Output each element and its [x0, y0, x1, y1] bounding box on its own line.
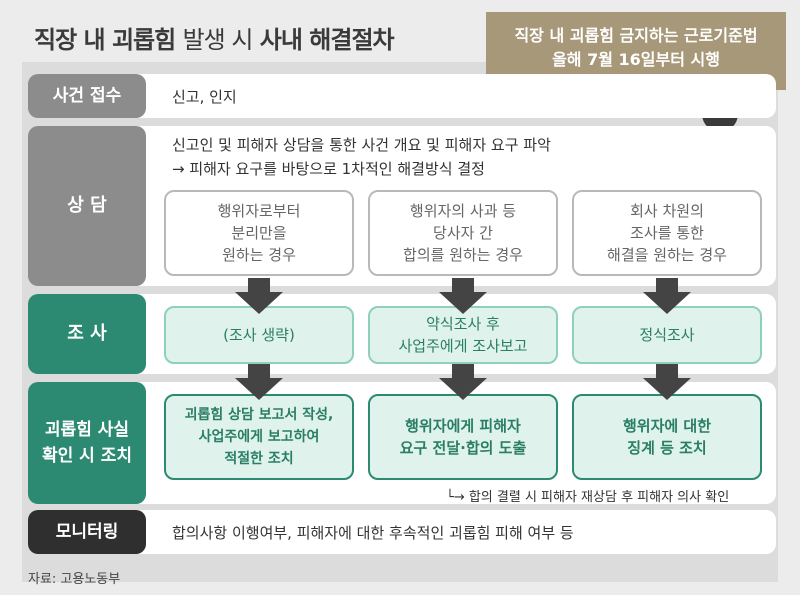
intake-label: 사건 접수: [28, 74, 146, 118]
investigate-box-brief: 약식조사 후 사업주에게 조사보고: [368, 306, 558, 364]
consult-box-separation: 행위자로부터 분리만을 원하는 경우: [164, 190, 354, 276]
consult-text-2: → 피해자 요구를 바탕으로 1차적인 해결방식 결정: [172, 160, 485, 178]
consult-box-investigation: 회사 차원의 조사를 통한 해결을 원하는 경우: [572, 190, 762, 276]
consult-text-1: 신고인 및 피해자 상담을 통한 사건 개요 및 피해자 요구 파악: [172, 136, 551, 154]
title-bold: 직장 내 괴롭힘: [34, 26, 176, 54]
investigate-box-skip: (조사 생략): [164, 306, 354, 364]
monitor-text: 합의사항 이행여부, 피해자에 대한 후속적인 괴롭힘 피해 여부 등: [172, 524, 574, 542]
title-light: 발생 시: [182, 26, 254, 54]
consult-box-agreement: 행위자의 사과 등 당사자 간 합의를 원하는 경우: [368, 190, 558, 276]
action-box-agreement: 행위자에게 피해자 요구 전달·합의 도출: [368, 394, 558, 480]
intake-text: 신고, 인지: [172, 88, 237, 106]
action-label: 괴롭힘 사실 확인 시 조치: [28, 382, 146, 504]
monitor-label: 모니터링: [28, 510, 146, 554]
title-tail: 사내 해결절차: [259, 26, 395, 54]
consult-label: 상 담: [28, 126, 146, 286]
banner-line1: 직장 내 괴롭힘 금지하는 근로기준법: [514, 26, 758, 45]
action-box-discipline: 행위자에 대한 징계 등 조치: [572, 394, 762, 480]
investigate-label: 조 사: [28, 294, 146, 374]
monitor-row: [28, 510, 776, 554]
intake-row: [28, 74, 776, 118]
agreement-failure-note: └→ 합의 결렬 시 피해자 재상담 후 피해자 의사 확인: [446, 490, 730, 505]
page-title: 직장 내 괴롭힘 발생 시 사내 해결절차: [34, 20, 395, 55]
investigate-box-formal: 정식조사: [572, 306, 762, 364]
source-credit: 자료: 고용노동부: [28, 572, 121, 587]
action-box-report: 괴롭힘 상담 보고서 작성, 사업주에게 보고하여 적절한 조치: [164, 394, 354, 480]
banner-line2: 올해 7월 16일부터 시행: [552, 50, 720, 69]
